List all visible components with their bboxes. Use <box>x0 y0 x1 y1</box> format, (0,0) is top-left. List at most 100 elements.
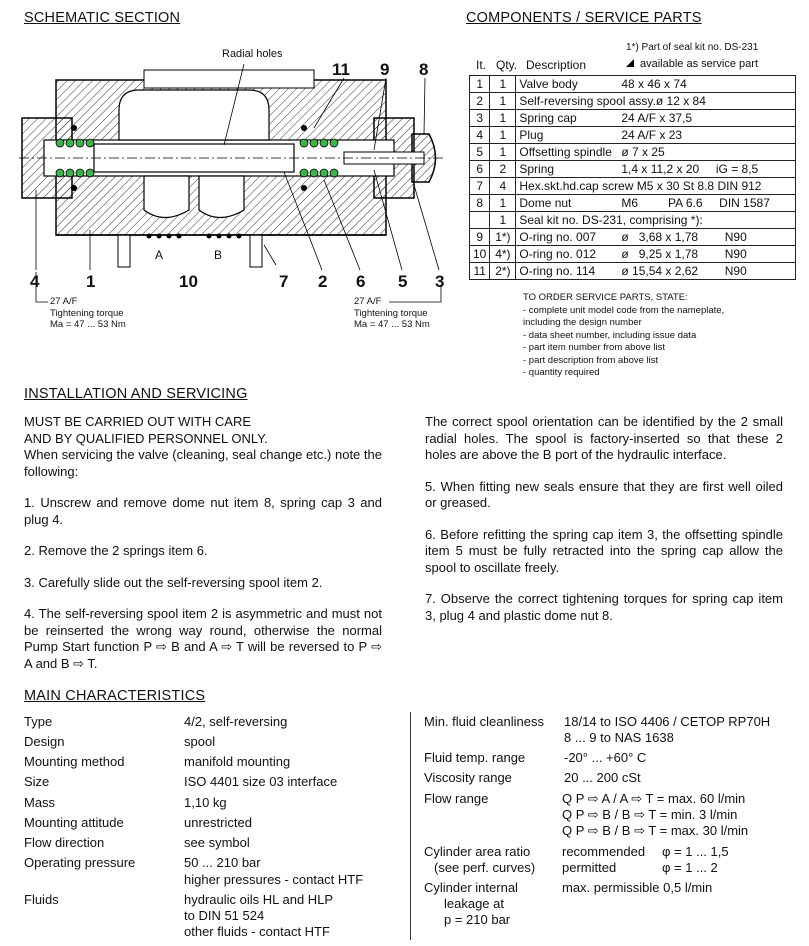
port-b-label: B <box>214 248 223 262</box>
port-a-label: A <box>155 248 164 262</box>
part-qty: 1 <box>489 92 517 110</box>
col-it: It. <box>476 58 487 72</box>
characteristic-value: higher pressures - contact HTF <box>184 872 364 887</box>
part-qty: 1*) <box>489 228 517 246</box>
radial-holes-label: Radial holes <box>222 48 283 60</box>
part-description: Seal kit no. DS-231, comprising *): <box>515 211 796 229</box>
part-item: 3 <box>468 109 491 127</box>
characteristic-value: other fluids - contact HTF <box>184 924 330 939</box>
callout-11: 11 <box>332 60 350 79</box>
characteristic-label: Mounting attitude <box>24 815 124 830</box>
characteristic-value: spool <box>184 734 216 749</box>
characteristic-value: see symbol <box>184 835 250 850</box>
part-description: Hex.skt.hd.cap screw M5 x 30 St 8.8 DIN … <box>515 177 796 195</box>
part-qty: 2 <box>489 160 517 178</box>
step-1: 1. Unscrew and remove dome nut item 8, s… <box>24 495 382 527</box>
part-qty: 1 <box>489 109 517 127</box>
schematic-heading: SCHEMATIC SECTION <box>24 10 181 26</box>
callout-5: 5 <box>398 272 408 291</box>
column-divider <box>410 712 411 940</box>
part-item: 9 <box>468 228 491 246</box>
step-2: 2. Remove the 2 springs item 6. <box>24 543 208 558</box>
part-qty: 1 <box>489 194 517 212</box>
installation-right: The correct spool orientation can be ide… <box>425 414 783 624</box>
installation-left: MUST BE CARRIED OUT WITH CARE AND BY QUA… <box>24 414 382 671</box>
part-item: 11 <box>468 262 491 280</box>
col-qty: Qty. <box>496 58 518 72</box>
col-desc: Description <box>526 58 587 72</box>
callout-2: 2 <box>318 272 328 291</box>
characteristic-value: 50 ... 210 bar <box>184 855 261 870</box>
step-5: 5. When fitting new seals ensure that th… <box>425 478 783 511</box>
callout-1: 1 <box>86 272 96 291</box>
callout-10: 10 <box>179 272 198 291</box>
characteristic-label: Mass <box>24 795 56 810</box>
part-item: 4 <box>468 126 491 144</box>
part-item: 1 <box>468 75 491 93</box>
left-torque-note: 27 A/F Tightening torque Ma = 47 ... 53 … <box>50 296 126 330</box>
components-heading: COMPONENTS / SERVICE PARTS <box>466 10 702 26</box>
installation-heading: INSTALLATION AND SERVICING <box>24 386 248 402</box>
characteristic-label: Type <box>24 714 53 729</box>
callout-7: 7 <box>279 272 289 291</box>
characteristics-heading: MAIN CHARACTERISTICS <box>24 688 206 704</box>
part-qty: 1 <box>489 75 517 93</box>
part-item: 10 <box>468 245 491 263</box>
seal-note-2: available as service part <box>626 58 758 70</box>
callout-6: 6 <box>356 272 366 291</box>
callout-4: 4 <box>30 272 40 291</box>
characteristic-value: 1,10 kg <box>184 795 227 810</box>
callout-9: 9 <box>380 60 390 79</box>
callout-8: 8 <box>419 60 429 79</box>
order-info: TO ORDER SERVICE PARTS, STATE: - complet… <box>523 292 725 378</box>
characteristic-label: Operating pressure <box>24 855 136 870</box>
part-qty: 4*) <box>489 245 517 263</box>
characteristic-value: unrestricted <box>184 815 252 830</box>
step-7: 7. Observe the correct tightening torque… <box>425 591 783 623</box>
part-qty: 1 <box>489 143 517 161</box>
part-item: 7 <box>468 177 491 195</box>
part-item: 8 <box>468 194 491 212</box>
part-qty: 1 <box>489 126 517 144</box>
characteristic-value: to DIN 51 524 <box>184 908 265 923</box>
spool-orientation-note: The correct spool orientation can be ide… <box>425 414 783 462</box>
part-description: Self-reversing spool assy.ø 12 x 84 <box>515 92 796 110</box>
callout-3: 3 <box>435 272 445 291</box>
step-6: 6. Before refitting the spring cap item … <box>425 526 783 575</box>
valve-section-drawing <box>19 63 444 303</box>
part-item: 5 <box>468 143 491 161</box>
step-3: 3. Carefully slide out the self-reversin… <box>24 574 323 590</box>
part-item: 6 <box>468 160 491 178</box>
part-qty: 2*) <box>489 262 517 280</box>
characteristic-label: Design <box>24 734 65 749</box>
characteristic-value: manifold mounting <box>184 754 291 769</box>
characteristic-label: Fluids <box>24 892 59 907</box>
characteristic-value: ISO 4401 size 03 interface <box>184 774 338 789</box>
seal-note-1: 1*) Part of seal kit no. DS-231 <box>626 42 759 53</box>
characteristic-label: Size <box>24 774 50 789</box>
characteristic-value: 4/2, self-reversing <box>184 714 288 729</box>
part-item: 2 <box>468 92 491 110</box>
characteristic-label: Mounting method <box>24 754 125 769</box>
triangle-icon <box>626 59 634 67</box>
part-item <box>468 211 491 229</box>
